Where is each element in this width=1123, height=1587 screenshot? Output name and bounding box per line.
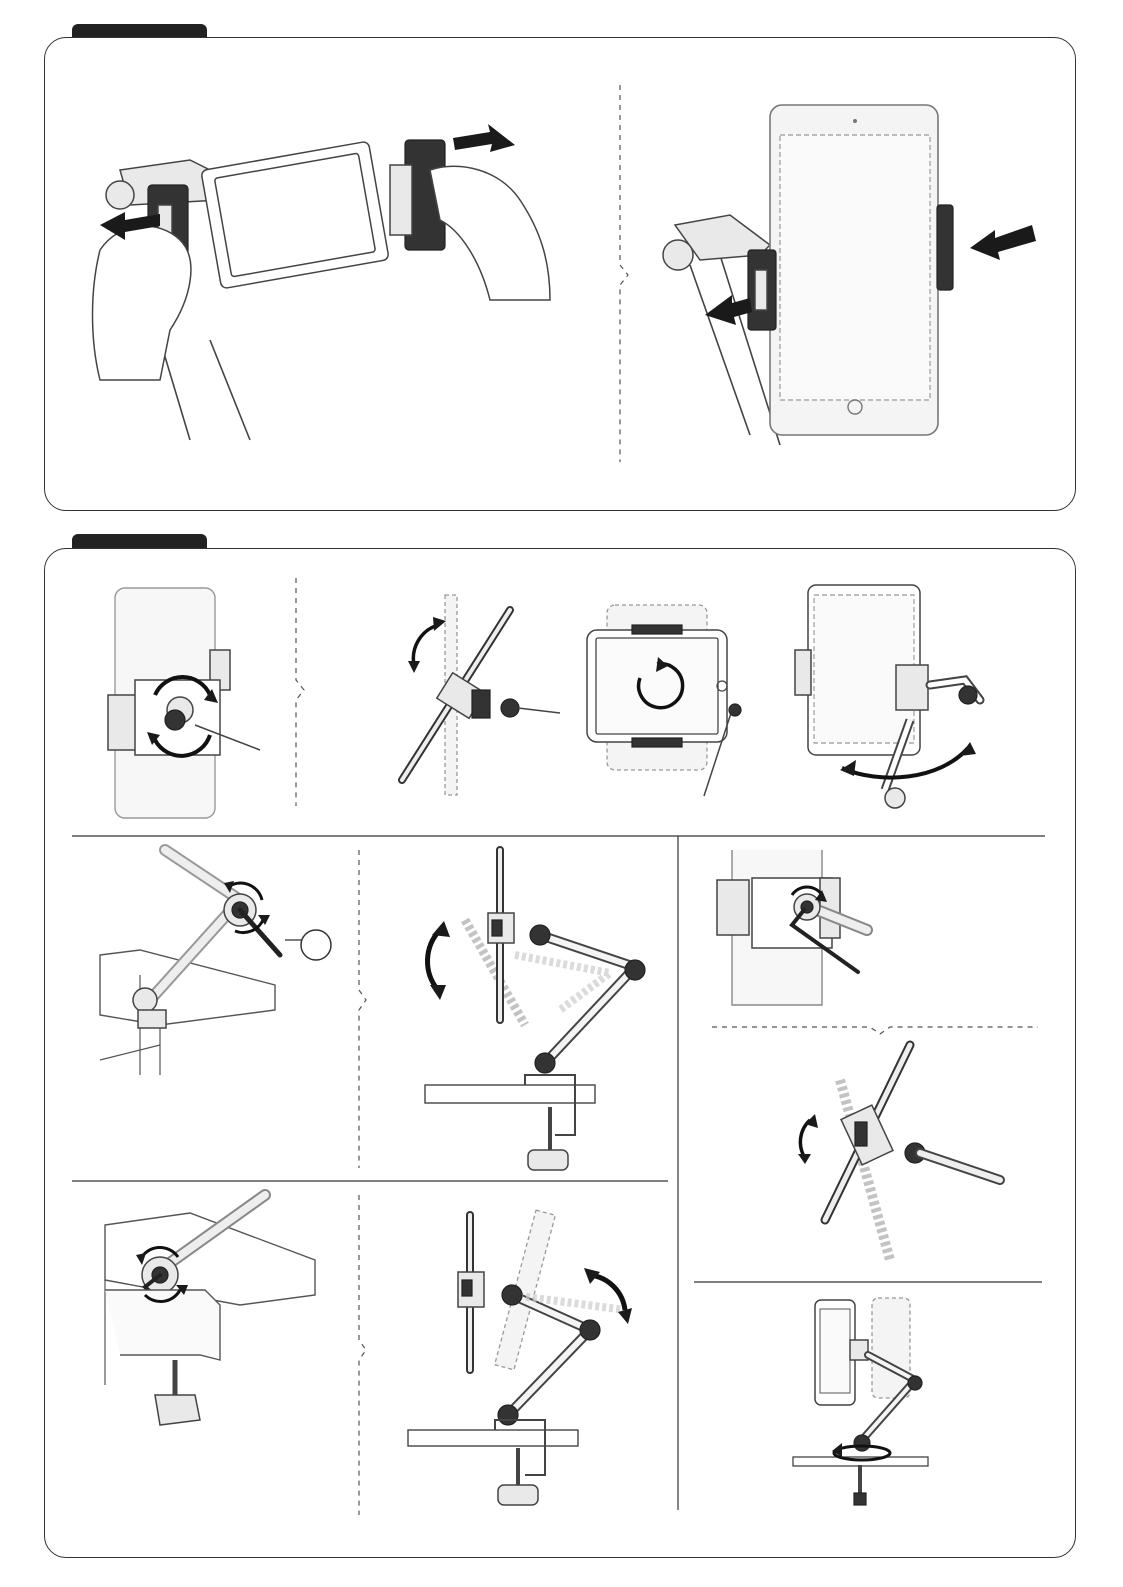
swivel-arm-illustration	[800, 580, 1000, 820]
rotate-mount-knob-illustration	[100, 585, 280, 820]
hex-key-clamp-illustration	[100, 1195, 330, 1445]
tilt-tablet-illustration	[390, 595, 565, 800]
hex-key-elbow-illustration	[100, 845, 350, 1085]
tablet-tilt-side-illustration	[780, 1040, 1010, 1270]
hex-key-tablet-joint-illustration	[712, 850, 872, 1015]
callout-circle	[301, 930, 331, 960]
tilt-arm-illustration	[410, 845, 660, 1175]
phone-swivel-base-illustration	[790, 1295, 940, 1510]
rotate-tablet-360-illustration	[582, 600, 747, 800]
raise-arm-illustration	[400, 1210, 650, 1510]
